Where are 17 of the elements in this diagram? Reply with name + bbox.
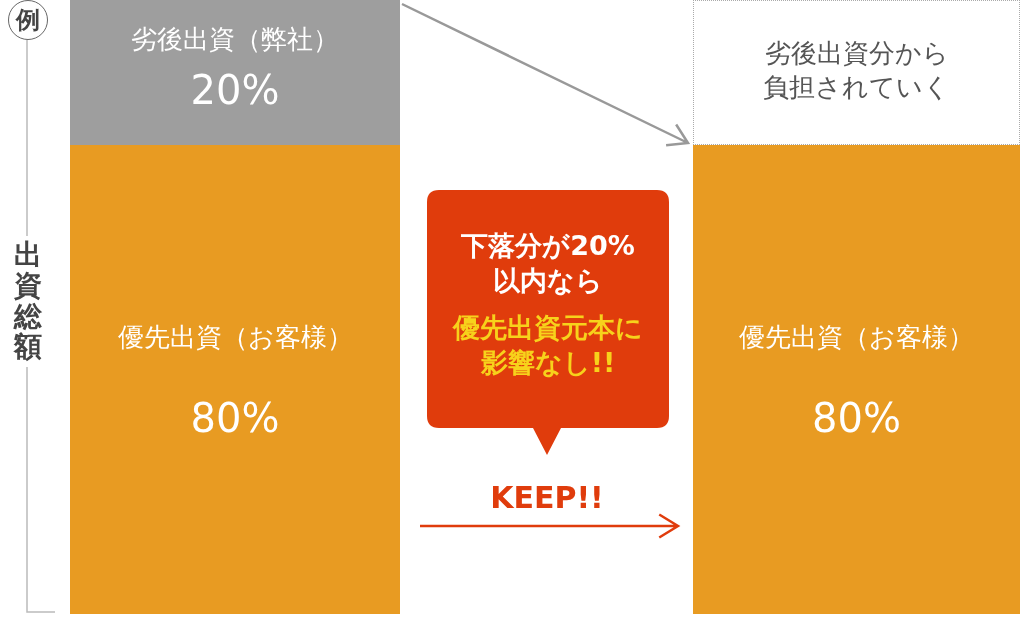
segment-label: 優先出資（お客様） xyxy=(739,321,974,354)
condition-text: 下落分が20%以内なら xyxy=(460,229,636,299)
stacked-bar-segment xyxy=(70,145,400,614)
segment-label: 劣後出資（弊社） xyxy=(131,23,339,56)
axis-label: 出資総額 xyxy=(13,236,43,368)
result-text: 優先出資元本に影響なし!! xyxy=(451,311,644,381)
percentage: 20% xyxy=(190,67,280,113)
note-text: 劣後出資分から負担されていく xyxy=(762,37,951,104)
stacked-bar-segment xyxy=(693,145,1020,614)
stacked-bar-segment xyxy=(70,0,400,145)
example-badge: 例 xyxy=(8,0,48,40)
segment-label: 優先出資（お客様） xyxy=(117,321,353,354)
percentage: 80% xyxy=(812,395,901,441)
speech-bubble xyxy=(427,190,669,455)
percentage: 80% xyxy=(190,395,280,441)
arrow xyxy=(400,2,691,147)
arrow xyxy=(418,513,681,539)
